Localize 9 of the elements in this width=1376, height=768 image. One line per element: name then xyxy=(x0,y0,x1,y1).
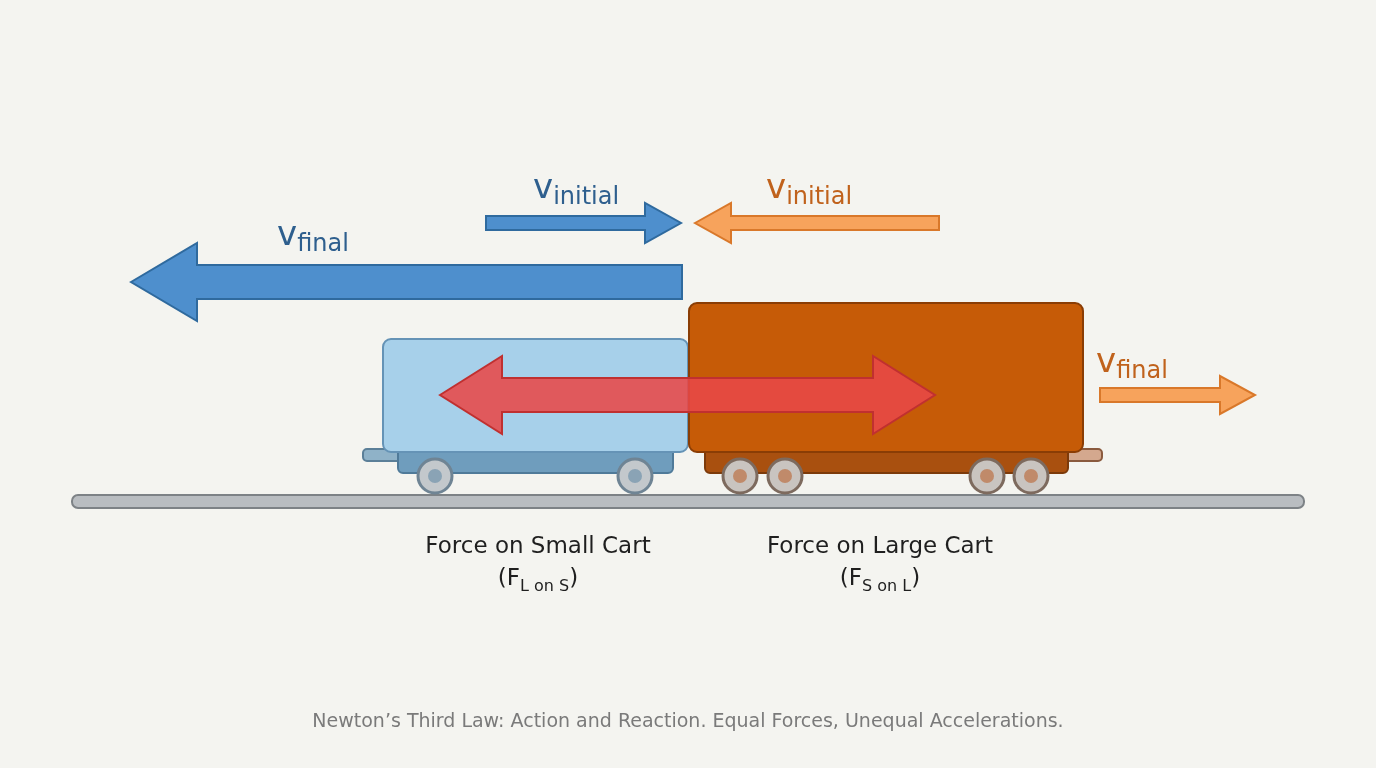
force-symbol: (F$_{S on L}$) xyxy=(839,565,921,595)
velocity-label: v$_{initial}$ xyxy=(533,168,620,210)
velocity-label: v$_{initial}$ xyxy=(766,168,853,210)
force-label: Force on Small Cart xyxy=(425,533,651,559)
caption: Newton’s Third Law: Action and Reaction. Equal Forces, Unequal Accelerations. xyxy=(312,710,1064,731)
force-label: Force on Large Cart xyxy=(766,533,994,559)
velocity-label: v$_{final}$ xyxy=(1096,342,1168,384)
velocity-label: v$_{final}$ xyxy=(277,215,349,257)
force-symbol: (F$_{L on S}$) xyxy=(497,565,579,595)
